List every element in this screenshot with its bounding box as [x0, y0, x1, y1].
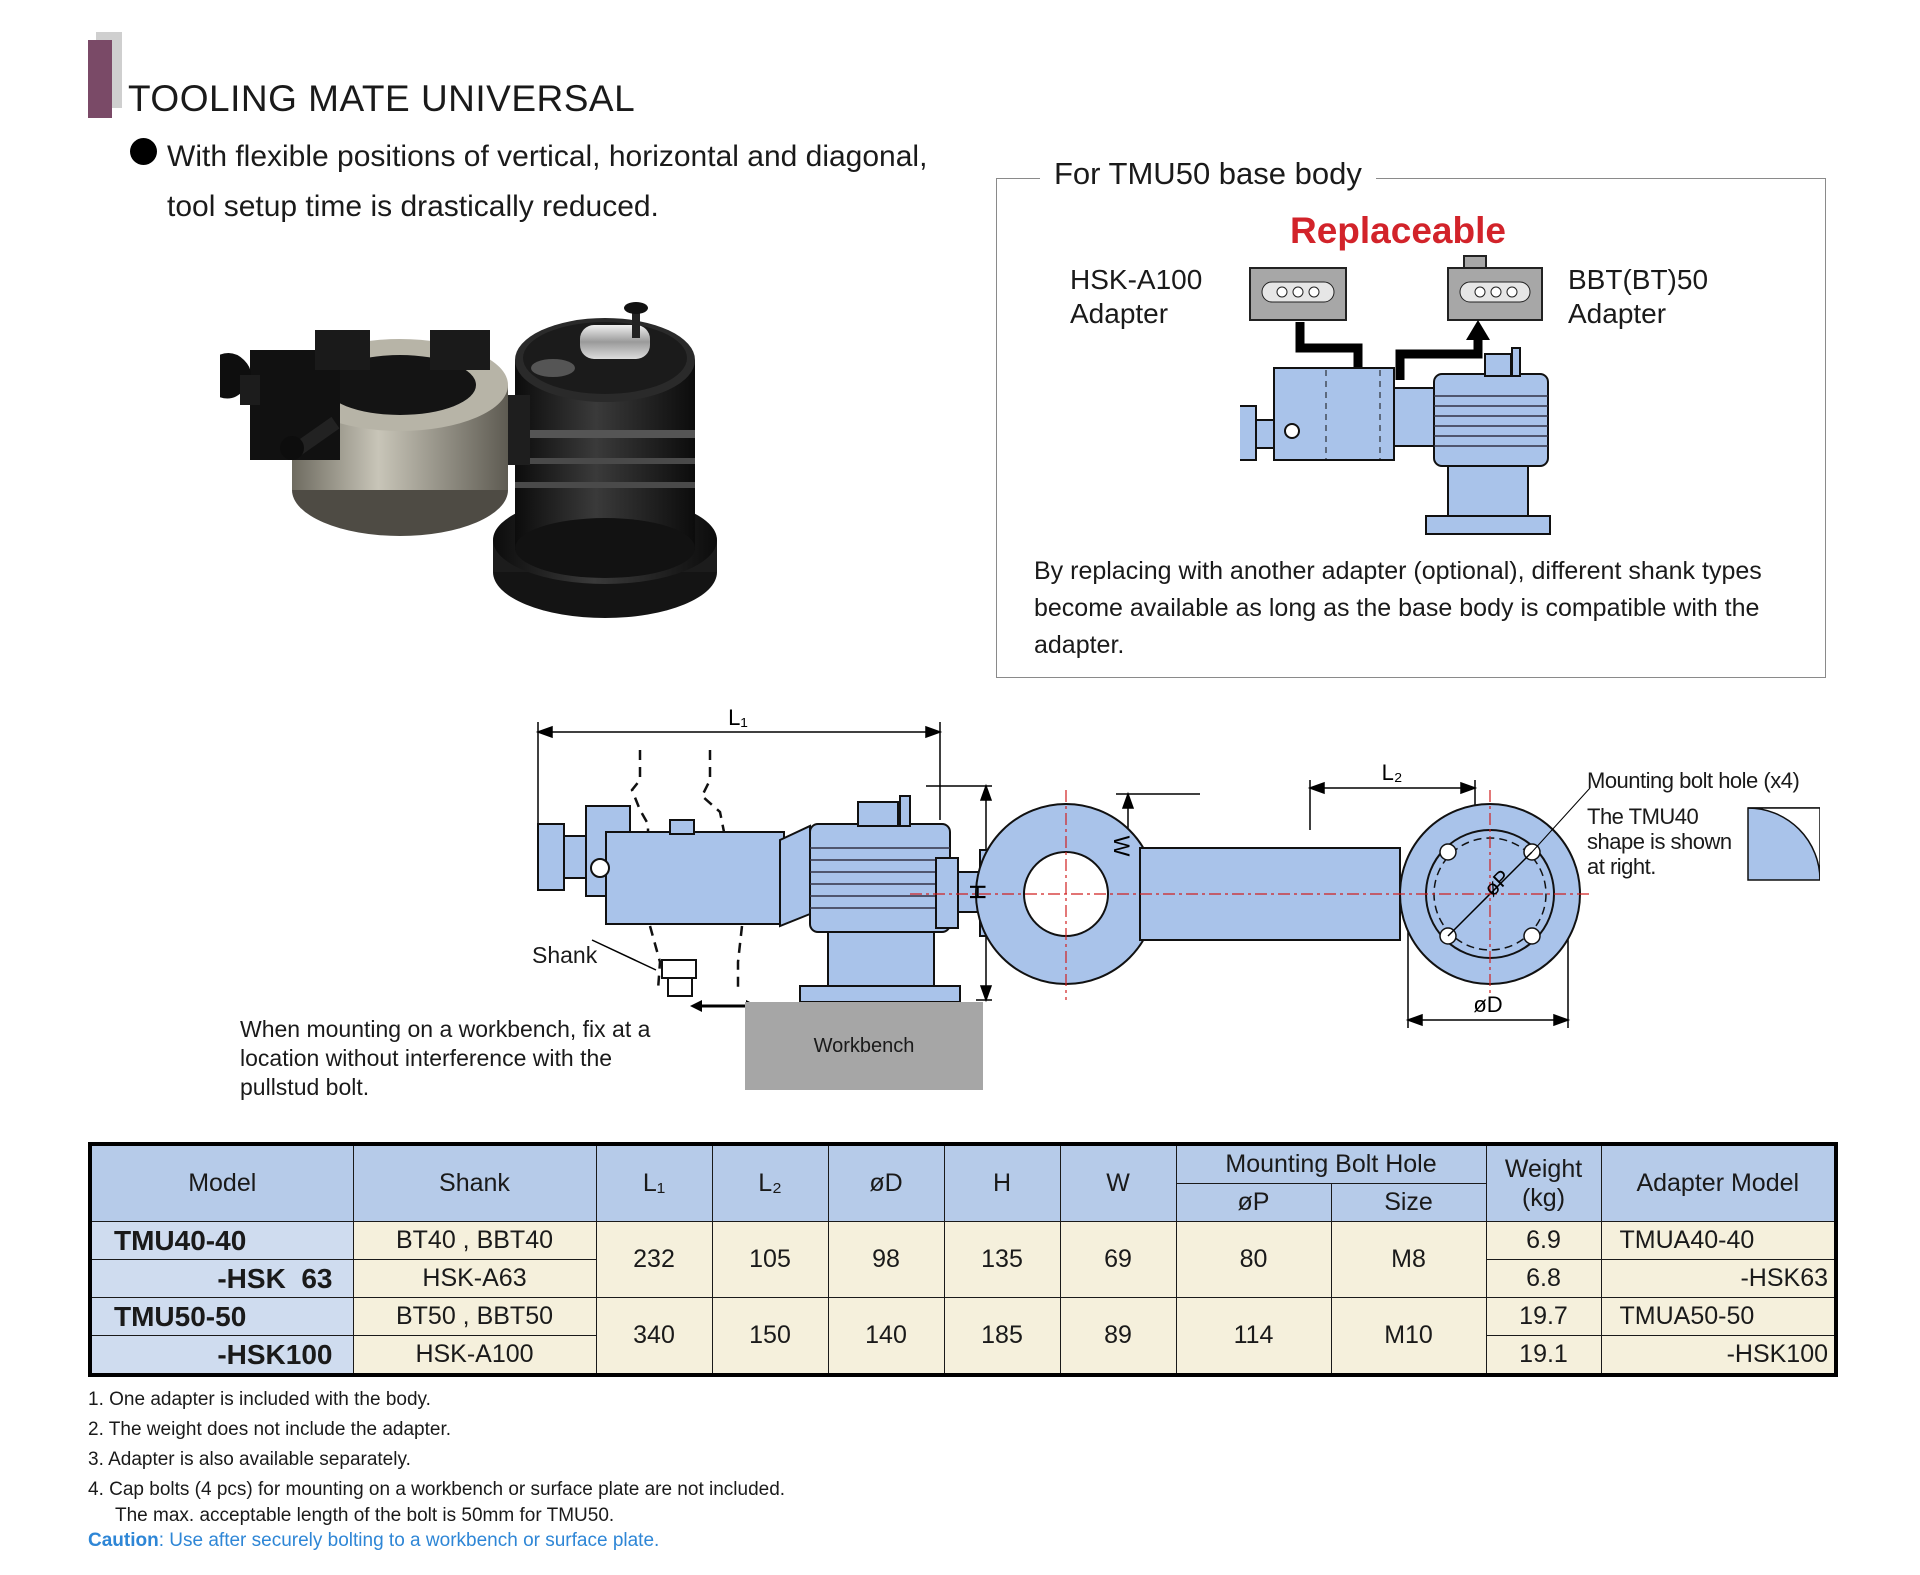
header-weight: Weight (kg) — [1485, 1143, 1602, 1222]
shank-cell: HSK-A63 — [352, 1259, 597, 1298]
weight-cell: 6.9 — [1485, 1221, 1602, 1260]
intro-text: With flexible positions of vertical, hor… — [167, 132, 1027, 232]
adapter-swap-diagram — [1240, 255, 1551, 535]
weight-cell: 6.8 — [1485, 1259, 1602, 1298]
page-title: TOOLING MATE UNIVERSAL — [128, 78, 636, 119]
header-w: W — [1059, 1143, 1177, 1222]
w-cell: 69 — [1059, 1221, 1177, 1298]
header-model: Model — [89, 1143, 354, 1222]
header-l2: L₂ — [711, 1143, 829, 1222]
tmu50-info-box — [996, 178, 1826, 678]
od-cell: 140 — [827, 1297, 945, 1376]
op-cell: 114 — [1175, 1297, 1332, 1376]
od-label: øD — [1473, 992, 1502, 1017]
l2-label: L₂ — [1382, 760, 1403, 785]
header-op: øP — [1175, 1183, 1332, 1222]
weight-cell: 19.1 — [1485, 1335, 1602, 1376]
note-item: 1. One adapter is included with the body… — [88, 1389, 431, 1410]
l1-cell: 340 — [595, 1297, 713, 1376]
dimension-drawing: L₁ H W L₂ øD øP — [535, 705, 1820, 1028]
h-cell: 135 — [943, 1221, 1061, 1298]
l1-cell: 232 — [595, 1221, 713, 1298]
header-l1: L₁ — [595, 1143, 713, 1222]
adapter-cell: -HSK100 — [1600, 1335, 1837, 1376]
title-accent-bar — [88, 40, 112, 118]
model-cell: -HSK100 — [89, 1335, 354, 1376]
hsk-adapter-label: HSK-A100 — [1070, 264, 1203, 295]
adapter-cell: TMUA40-40 — [1600, 1221, 1837, 1260]
info-box-title: For TMU50 base body — [1040, 156, 1376, 192]
header-size: Size — [1330, 1183, 1487, 1222]
bullet-icon — [130, 138, 157, 165]
header-shank: Shank — [352, 1143, 597, 1222]
note-item: 2. The weight does not include the adapt… — [88, 1419, 452, 1440]
note-item: 4. Cap bolts (4 pcs) for mounting on a w… — [88, 1479, 786, 1500]
w-label: W — [1109, 836, 1134, 857]
header-od: øD — [827, 1143, 945, 1222]
mounting-note: When mounting on a workbench, fix at a l… — [240, 1016, 651, 1100]
adapter-cell: -HSK63 — [1600, 1259, 1837, 1298]
caution-text: : Use after securely bolting to a workbe… — [158, 1530, 660, 1551]
bbt-adapter-label: BBT(BT)50 — [1568, 264, 1709, 295]
spec-table: Model Shank L₁ L₂ øD H W Mounting Bolt H… — [88, 1142, 1839, 1377]
model-cell: TMU50-50 — [89, 1297, 354, 1336]
caution-label: Caution — [88, 1530, 159, 1551]
intro-line-1: With flexible positions of vertical, hor… — [167, 140, 928, 173]
table-row: TMU50-50 BT50 , BBT50 340 150 140 185 89… — [89, 1297, 1837, 1376]
bbt-adapter-label-2: Adapter — [1568, 298, 1667, 329]
adapter-cell: TMUA50-50 — [1600, 1297, 1837, 1336]
l2-cell: 150 — [711, 1297, 829, 1376]
info-box-description: By replacing with another adapter (optio… — [1034, 557, 1762, 659]
shank-cell: BT50 , BBT50 — [352, 1297, 597, 1336]
caution-note: Caution: Use after securely bolting to a… — [88, 1530, 659, 1552]
h-cell: 185 — [943, 1297, 1061, 1376]
size-cell: M8 — [1330, 1221, 1487, 1298]
table-row: -HSK100 HSK-A100 19.1 -HSK100 — [89, 1335, 1837, 1376]
hsk-adapter-icon — [1249, 267, 1347, 321]
workbench-block — [745, 1002, 983, 1090]
bolt-hole-title: Mounting bolt hole (x4) — [1587, 768, 1800, 793]
shank-label: Shank — [532, 942, 598, 968]
weight-cell: 19.7 — [1485, 1297, 1602, 1336]
op-cell: 80 — [1175, 1221, 1332, 1298]
w-cell: 89 — [1059, 1297, 1177, 1376]
table-row: -HSK 63 HSK-A63 6.8 -HSK63 — [89, 1259, 1837, 1298]
header-mounting-bolt-hole: Mounting Bolt Hole — [1175, 1143, 1487, 1184]
h-label: H — [965, 884, 990, 900]
note-item-continuation: The max. acceptable length of the bolt i… — [115, 1505, 615, 1526]
model-cell: -HSK 63 — [89, 1259, 354, 1298]
replaceable-label: Replaceable — [1290, 210, 1506, 251]
note-item: 3. Adapter is also available separately. — [88, 1449, 411, 1470]
header-adapter-model: Adapter Model — [1600, 1143, 1837, 1222]
l2-cell: 105 — [711, 1221, 829, 1298]
size-cell: M10 — [1330, 1297, 1487, 1376]
bbt-adapter-icon — [1447, 255, 1543, 321]
intro-line-2: tool setup time is drastically reduced. — [167, 190, 659, 223]
workbench-label: Workbench — [813, 1035, 915, 1057]
od-cell: 98 — [827, 1221, 945, 1298]
shank-cell: HSK-A100 — [352, 1335, 597, 1376]
bolt-hole-description: The TMU40 shape is shown at right. — [1587, 804, 1732, 879]
header-h: H — [943, 1143, 1061, 1222]
shank-cell: BT40 , BBT40 — [352, 1221, 597, 1260]
l1-label: L₁ — [728, 705, 748, 730]
table-row: TMU40-40 BT40 , BBT40 232 105 98 135 69 … — [89, 1221, 1837, 1298]
product-photo — [220, 302, 717, 618]
hsk-adapter-label-2: Adapter — [1070, 298, 1169, 329]
notes-list: 1. One adapter is included with the body… — [88, 1385, 785, 1531]
model-cell: TMU40-40 — [89, 1221, 354, 1260]
